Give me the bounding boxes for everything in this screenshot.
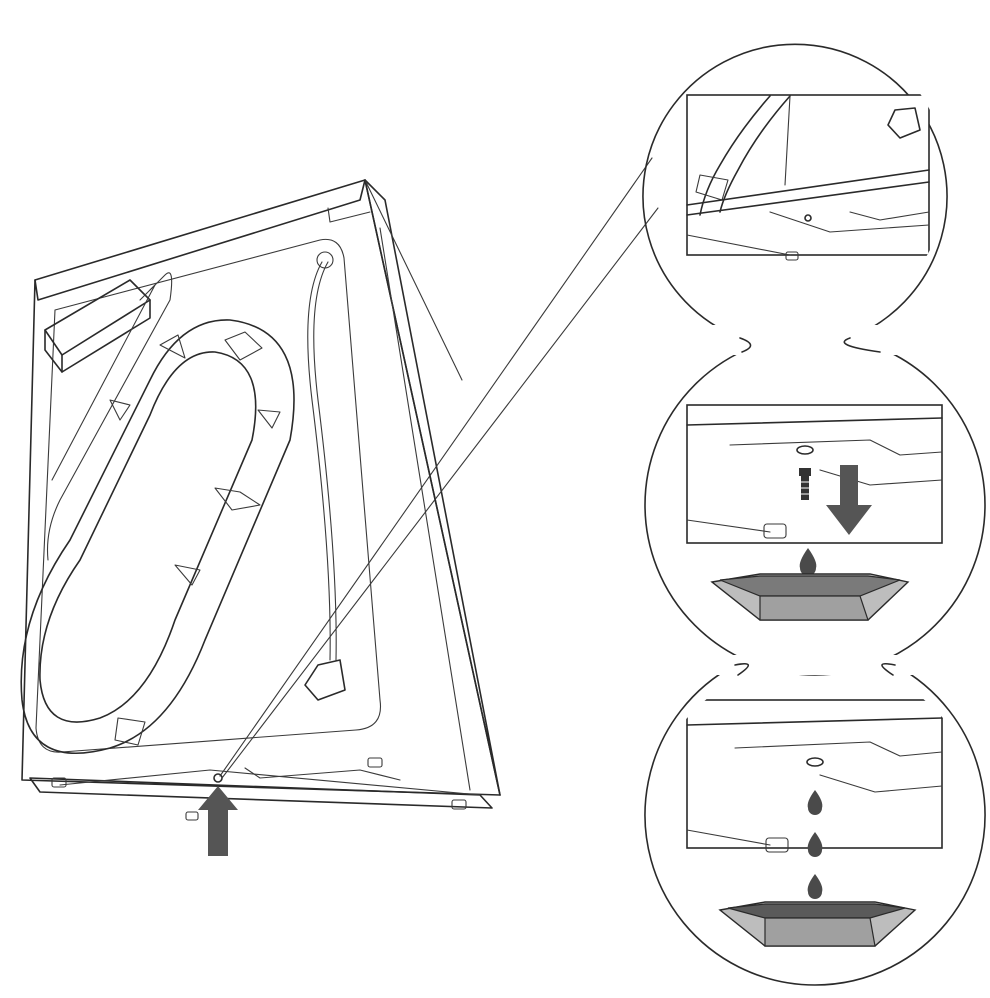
step-2-frame (686, 404, 943, 544)
drum-window (39, 351, 257, 723)
push-up-arrow-icon (198, 786, 238, 856)
callout-line (219, 157, 653, 777)
callout-line (221, 207, 659, 779)
washing-machine (20, 179, 501, 821)
power-plug (304, 659, 346, 701)
power-cord (307, 261, 331, 661)
pull-down-arrow-icon (826, 465, 872, 535)
zoom-circle-1 (642, 43, 948, 339)
machine-side-face (364, 179, 501, 796)
machine-foot (367, 757, 383, 768)
water-drop-icon (807, 832, 823, 857)
step-1-detail (686, 94, 930, 261)
machine-inner-panel (35, 238, 382, 753)
machine-foot (185, 811, 199, 821)
water-drop-icon (799, 548, 817, 576)
screw-icon (799, 468, 811, 500)
zoom-circle-3 (644, 664, 986, 986)
machine-back-panel (21, 179, 501, 796)
machine-foot (51, 777, 67, 788)
step-3-detail (686, 699, 943, 947)
step-3-frame (686, 699, 943, 849)
inlet-box (44, 279, 151, 356)
water-drop-icon (807, 874, 823, 899)
drain-tray-icon (718, 901, 917, 947)
water-drop-icon (807, 790, 823, 815)
drum-ring (20, 319, 295, 755)
machine-foot (451, 799, 467, 810)
step-2-detail (686, 404, 943, 621)
drain-tray-icon (710, 573, 910, 621)
